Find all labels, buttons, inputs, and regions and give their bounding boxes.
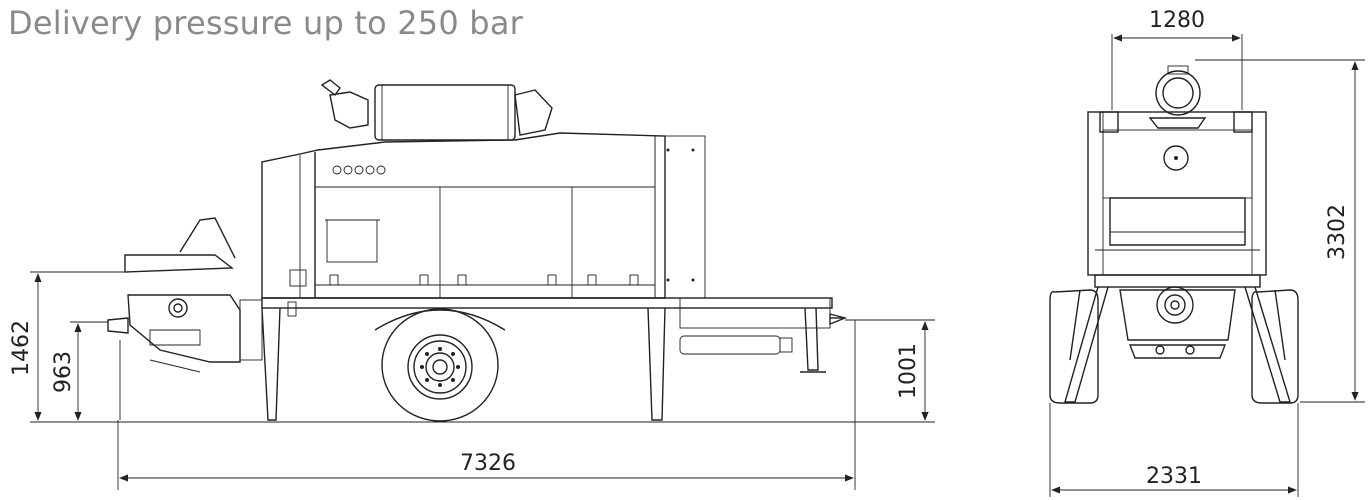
- side-view: 1462 963 1001 7326: [9, 79, 935, 490]
- dim-length-7326: 7326: [460, 451, 516, 476]
- dim-height-963: 963: [51, 351, 76, 393]
- wheel: [381, 308, 499, 422]
- page-title: Delivery pressure up to 250 bar: [8, 4, 523, 42]
- rear-view: 1280 3302 2331: [1049, 8, 1365, 497]
- gauge-row: [332, 165, 386, 175]
- dim-height-1001: 1001: [896, 343, 921, 399]
- hopper: [107, 217, 263, 420]
- dim-height-3302: 3302: [1325, 204, 1350, 260]
- dim-height-1462: 1462: [9, 320, 34, 376]
- dim-width-2331: 2331: [1146, 464, 1202, 489]
- dim-width-1280: 1280: [1149, 8, 1205, 33]
